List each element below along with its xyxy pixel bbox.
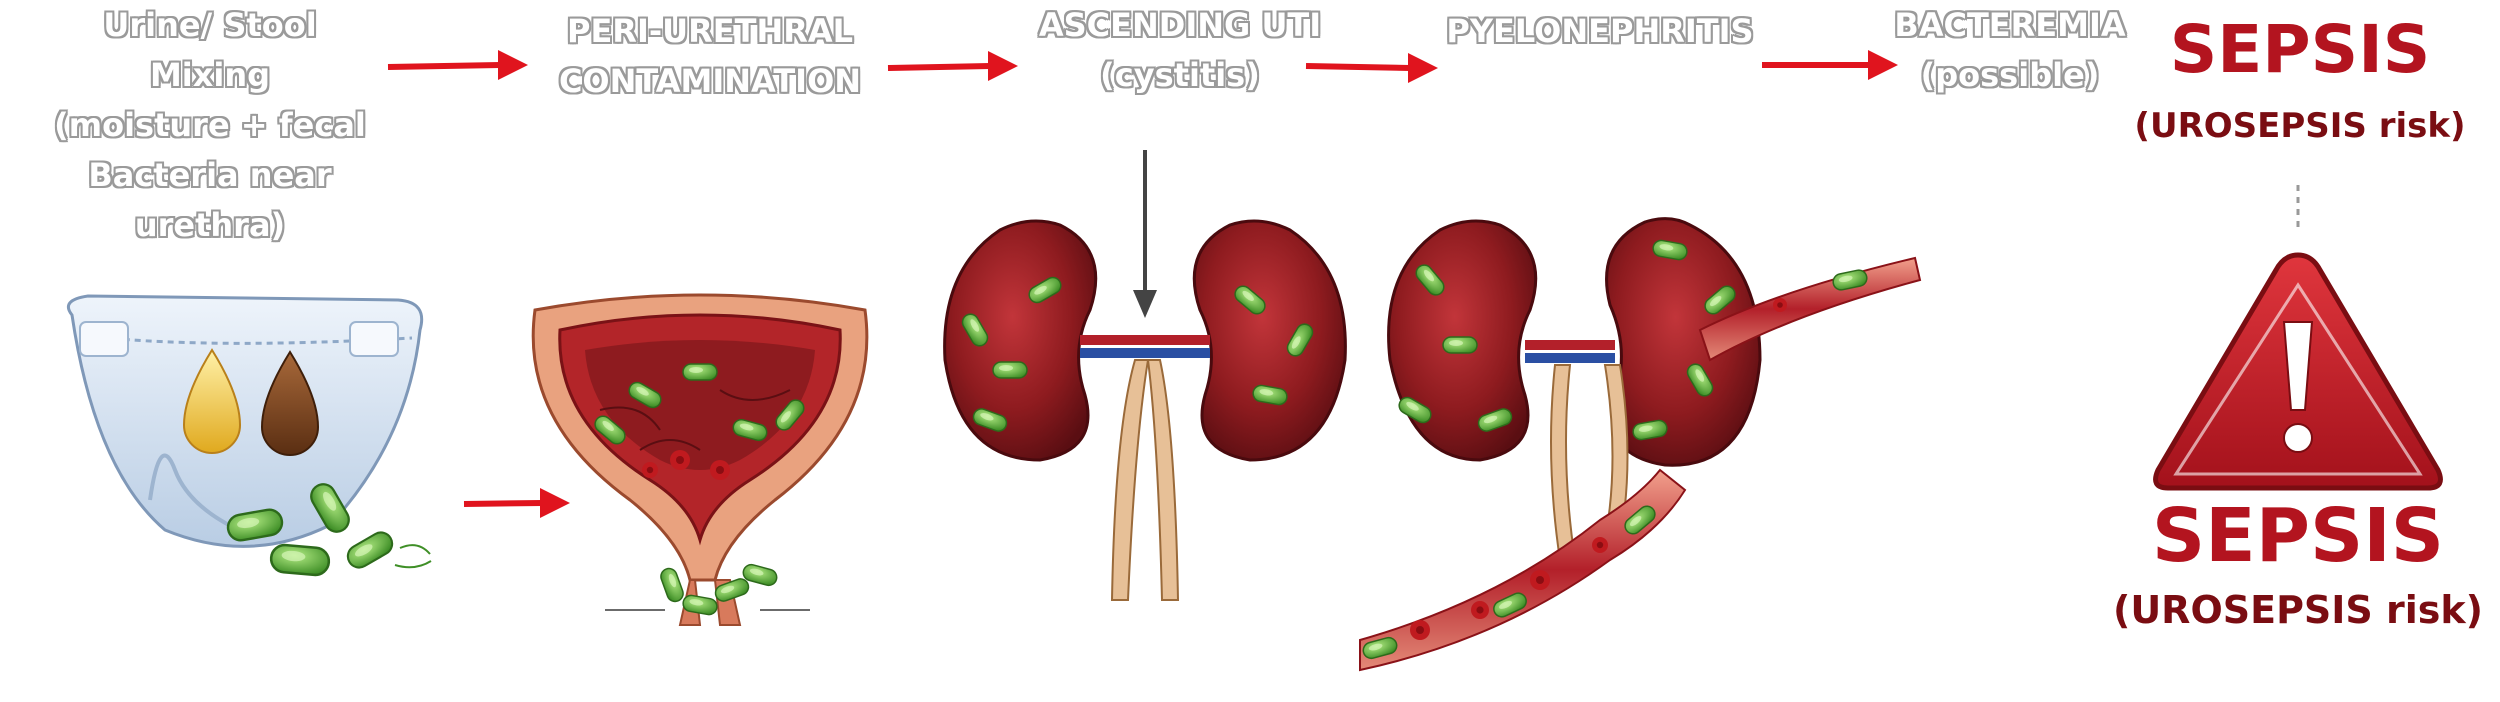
- step-1-line: (moisture + fecal: [54, 106, 366, 144]
- arrow-icon: [887, 51, 1018, 81]
- sepsis-subtitle-bottom: (UROSEPSIS risk): [2112, 588, 2484, 632]
- bacteria-cluster-icon: [224, 478, 432, 578]
- sepsis-subtitle-top: (UROSEPSIS risk): [2134, 106, 2466, 146]
- step-3-line: (cystitis): [1100, 56, 1260, 94]
- step-2-label: PERI-URETHRAL CONTAMINATION: [520, 6, 900, 106]
- kidneys-icon: [943, 150, 1347, 601]
- arrow-icon: [1305, 53, 1438, 83]
- diaper-with-drops-and-bacteria-icon: [67, 294, 432, 578]
- step-3-line: ASCENDING UTI: [1038, 6, 1322, 44]
- step-1-line: Mixing: [149, 56, 271, 94]
- step-2-line: PERI-URETHRAL: [566, 12, 854, 50]
- sepsis-title-bottom: SEPSIS: [2151, 493, 2445, 579]
- flow-arrows: [387, 50, 1898, 518]
- warning-triangle-icon: [2153, 252, 2443, 491]
- bladder-cross-section-icon: [531, 293, 869, 626]
- step-2-line: CONTAMINATION: [558, 62, 862, 100]
- step-5-line: (possible): [1920, 56, 2100, 94]
- step-4-line: PYELONEPHRITIS: [1446, 12, 1754, 50]
- step-5-label: BACTEREMIA (possible): [1860, 0, 2160, 100]
- step-3-label: ASCENDING UTI (cystitis): [1010, 0, 1350, 100]
- arrow-icon: [1762, 50, 1898, 80]
- arrow-icon: [463, 488, 570, 518]
- step-1-line: Urine/ Stool: [103, 6, 317, 44]
- step-1-label: Urine/ Stool Mixing (moisture + fecal Ba…: [40, 0, 380, 250]
- step-4-label: PYELONEPHRITIS: [1420, 6, 1780, 56]
- step-1-line: Bacteria near: [88, 156, 332, 194]
- infected-kidneys-with-blood-vessel-icon: [1359, 217, 1922, 672]
- arrow-icon: [387, 50, 528, 80]
- step-5-line: BACTEREMIA: [1894, 6, 2126, 44]
- sepsis-title-top: SEPSIS: [2169, 11, 2431, 88]
- bacteria-cluster-icon: [605, 562, 810, 617]
- step-1-line: urethra): [134, 206, 286, 244]
